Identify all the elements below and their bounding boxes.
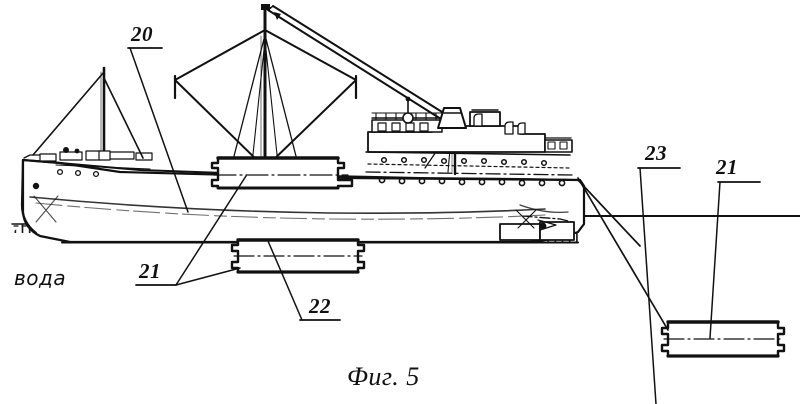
callout-label-23: 23 <box>645 141 667 165</box>
callout-label-22: 22 <box>309 294 331 318</box>
figure-caption: Фиг. 5 <box>347 362 420 391</box>
callout-label-21-right: 21 <box>716 155 738 179</box>
deck-cargo-container-20 <box>210 156 354 190</box>
mainmast-and-derrick <box>173 4 459 173</box>
underwater-container-22 <box>230 238 366 274</box>
water-label: вода <box>14 266 67 290</box>
hull-portholes-and-deck-lines <box>365 151 573 187</box>
towed-container-21 <box>660 320 786 358</box>
callout-label-20: 20 <box>131 22 153 46</box>
superstructure <box>367 96 546 153</box>
leader-lines <box>127 47 761 404</box>
callout-label-21-left: 21 <box>139 259 161 283</box>
drawing-layer <box>11 4 800 404</box>
stern-structures <box>499 137 575 241</box>
tow-cable-23 <box>577 177 669 331</box>
foremast <box>32 66 144 161</box>
